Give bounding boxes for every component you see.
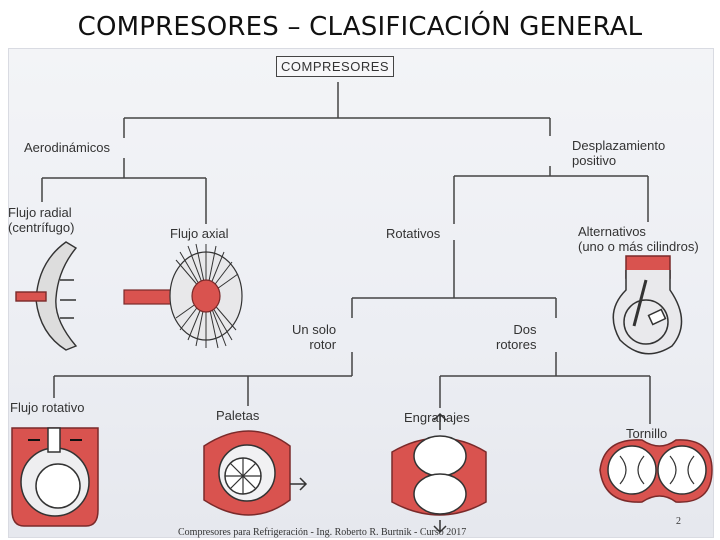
slide-title: COMPRESORES – CLASIFICACIÓN GENERAL xyxy=(77,12,643,42)
node-flujo-rotativo: Flujo rotativo xyxy=(10,400,85,415)
vane-compressor-icon xyxy=(203,430,308,516)
node-tornillo: Tornillo xyxy=(626,426,668,441)
axial-compressor-icon xyxy=(123,243,243,349)
page-number: 2 xyxy=(676,516,681,527)
node-desplazamiento-positivo: Desplazamiento positivo xyxy=(572,138,666,168)
footer-credit: Compresores para Refrigeración - Ing. Ro… xyxy=(178,527,467,538)
screw-compressor-icon xyxy=(599,439,713,503)
node-rotativos: Rotativos xyxy=(386,226,441,241)
node-flujo-axial: Flujo axial xyxy=(170,226,229,241)
node-flujo-radial: Flujo radial (centrífugo) xyxy=(8,205,75,235)
node-alternativos: Alternativos (uno o más cilindros) xyxy=(578,224,699,254)
rolling-piston-compressor-icon xyxy=(11,427,99,527)
node-paletas: Paletas xyxy=(216,408,260,423)
node-dos-rotores: Dos rotores xyxy=(496,322,537,352)
gear-compressor-icon xyxy=(391,412,487,534)
reciprocating-compressor-icon xyxy=(612,255,683,355)
root-node: COMPRESORES xyxy=(276,56,395,77)
node-engranajes: Engranajes xyxy=(404,410,470,425)
centrifugal-compressor-icon xyxy=(15,241,78,351)
node-un-solo-rotor: Un solo rotor xyxy=(292,322,337,352)
node-aerodinamicos: Aerodinámicos xyxy=(24,140,110,155)
